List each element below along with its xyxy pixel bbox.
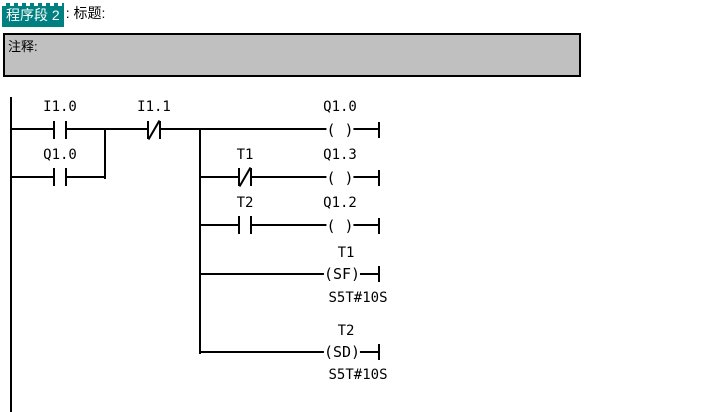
wire-end-tick-1 bbox=[378, 122, 380, 138]
time-value-T1[interactable]: S5T#10S bbox=[328, 290, 388, 306]
wire-end-tick-3 bbox=[378, 218, 380, 234]
operand-I1.1[interactable]: I1.1 bbox=[137, 99, 171, 115]
wire-end-tick-5 bbox=[378, 344, 380, 360]
wire-left-power-rail bbox=[10, 97, 12, 412]
coil-Q1.3[interactable]: ( ) bbox=[326, 169, 354, 187]
operand-coil-Q1.3[interactable]: Q1.3 bbox=[323, 147, 357, 163]
wire-rung-2 bbox=[199, 176, 380, 178]
network-header: 程序段 2: 标题: bbox=[2, 3, 106, 27]
coil-Q1.0[interactable]: ( ) bbox=[326, 121, 354, 139]
timer-coil-T2-SD[interactable]: (SD) bbox=[323, 343, 361, 361]
contact-nc-I1.1[interactable] bbox=[147, 119, 161, 141]
comment-box[interactable]: 注释: bbox=[3, 33, 581, 77]
wire-end-tick-2 bbox=[378, 170, 380, 186]
operand-T2[interactable]: T2 bbox=[236, 195, 254, 211]
contact-no-I1.0[interactable] bbox=[53, 121, 67, 139]
wire-end-tick-4 bbox=[378, 266, 380, 282]
network-title[interactable]: : 标题: bbox=[65, 5, 106, 21]
operand-T1[interactable]: T1 bbox=[236, 147, 254, 163]
wire-rung-4 bbox=[199, 273, 380, 275]
operand-timer-T2[interactable]: T2 bbox=[337, 323, 355, 339]
operand-Q1.0[interactable]: Q1.0 bbox=[43, 147, 77, 163]
contact-no-Q1.0[interactable] bbox=[53, 168, 67, 186]
operand-I1.0[interactable]: I1.0 bbox=[43, 99, 77, 115]
time-value-T2[interactable]: S5T#10S bbox=[328, 367, 388, 383]
wire-rung-3 bbox=[199, 224, 380, 226]
contact-nc-T1[interactable] bbox=[238, 166, 252, 188]
operand-coil-Q1.2[interactable]: Q1.2 bbox=[323, 195, 357, 211]
wire-branch-rail bbox=[199, 128, 201, 354]
wire-rung-1 bbox=[10, 128, 380, 130]
contact-no-T2[interactable] bbox=[238, 216, 252, 234]
network-label[interactable]: 程序段 2 bbox=[2, 3, 64, 27]
comment-label: 注释: bbox=[8, 39, 38, 54]
wire-parallel-join bbox=[104, 128, 106, 179]
operand-timer-T1[interactable]: T1 bbox=[337, 245, 355, 261]
wire-rung-5 bbox=[199, 351, 380, 353]
coil-Q1.2[interactable]: ( ) bbox=[326, 217, 354, 235]
operand-coil-Q1.0[interactable]: Q1.0 bbox=[323, 99, 357, 115]
timer-coil-T1-SF[interactable]: (SF) bbox=[323, 265, 361, 283]
